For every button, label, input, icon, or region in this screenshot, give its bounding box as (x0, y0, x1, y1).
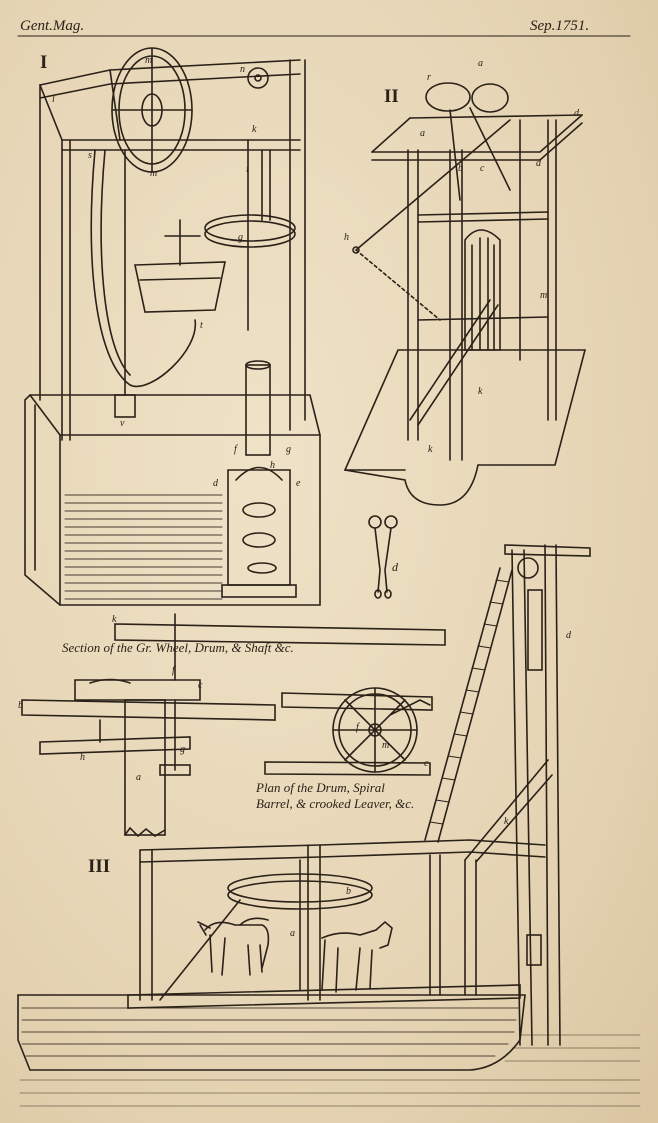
fig2-letter-h: h (344, 232, 349, 243)
plan-letter-f: f (356, 722, 359, 733)
horses (197, 917, 393, 993)
fig3-letter-a: a (290, 928, 295, 939)
fig1-letter-e: e (296, 478, 301, 489)
plan-drawing (264, 687, 433, 776)
fig2-letter-c: c (480, 163, 485, 174)
fig1-letter-m2: m (150, 168, 158, 179)
fig2-letter-a2: a (420, 128, 425, 139)
figure-three-drawing (17, 544, 591, 1071)
journal-title: Gent.Mag. (20, 18, 85, 34)
figure-one-label: I (40, 52, 48, 73)
fig1-letter-m: m (145, 55, 153, 66)
fig1-letter-n: n (240, 64, 245, 75)
fig1-letter-i: i (246, 164, 249, 175)
tongs-drawing (368, 515, 398, 599)
fig3-letter-b: b (346, 886, 351, 897)
fig3-letter-k: k (504, 816, 509, 827)
fig2-letter-r: r (427, 72, 431, 83)
figure-three-label: III (88, 856, 111, 877)
fig2-letter-m: m (540, 290, 548, 301)
water-lines (19, 1034, 641, 1107)
fig1-letter-s: s (88, 150, 92, 161)
section-drawing (21, 613, 446, 838)
fig1-letter-h: h (270, 460, 275, 471)
plan-letter-c: c (424, 758, 429, 769)
fig2-letter-k: k (478, 386, 483, 397)
fig1-letter-k: k (252, 124, 257, 135)
figure-two-label: II (384, 86, 399, 107)
fig1-letter-f: f (234, 444, 237, 455)
section-letter-h: h (80, 752, 85, 763)
figure-one-drawing (24, 47, 321, 606)
fig2-letter-b: b (458, 163, 463, 174)
fig2-letter-k2: k (428, 444, 433, 455)
plan-letter-m: m (382, 740, 390, 751)
section-caption: Section of the Gr. Wheel, Drum, & Shaft … (62, 640, 294, 655)
fig2-letter-d2: d (536, 158, 541, 169)
fig1-letter-v: v (120, 418, 125, 429)
section-letter-a: a (136, 772, 141, 783)
fig1-letter-g2: g (286, 444, 291, 455)
section-letter-b: b (18, 700, 23, 711)
fig2-letter-a: a (478, 58, 483, 69)
fig1-letter-t: t (200, 320, 203, 331)
fig2-letter-d: d (574, 108, 579, 119)
figure-two-drawing (343, 82, 587, 506)
fig3-letter-d: d (566, 630, 571, 641)
issue-date: Sep.1751. (530, 18, 590, 34)
fig1-letter-g: g (238, 232, 243, 243)
tongs-letter-d: d (392, 560, 398, 574)
plan-caption-line-1: Plan of the Drum, Spiral (256, 780, 385, 795)
fig1-letter-l: l (52, 94, 55, 105)
section-letter-f: f (172, 665, 175, 676)
plan-caption-line-2: Barrel, & crooked Leaver, &c. (256, 796, 415, 811)
section-letter-k: k (112, 614, 117, 625)
fig1-letter-d: d (213, 478, 218, 489)
section-letter-g: g (180, 744, 185, 755)
section-letter-c: c (198, 680, 203, 691)
